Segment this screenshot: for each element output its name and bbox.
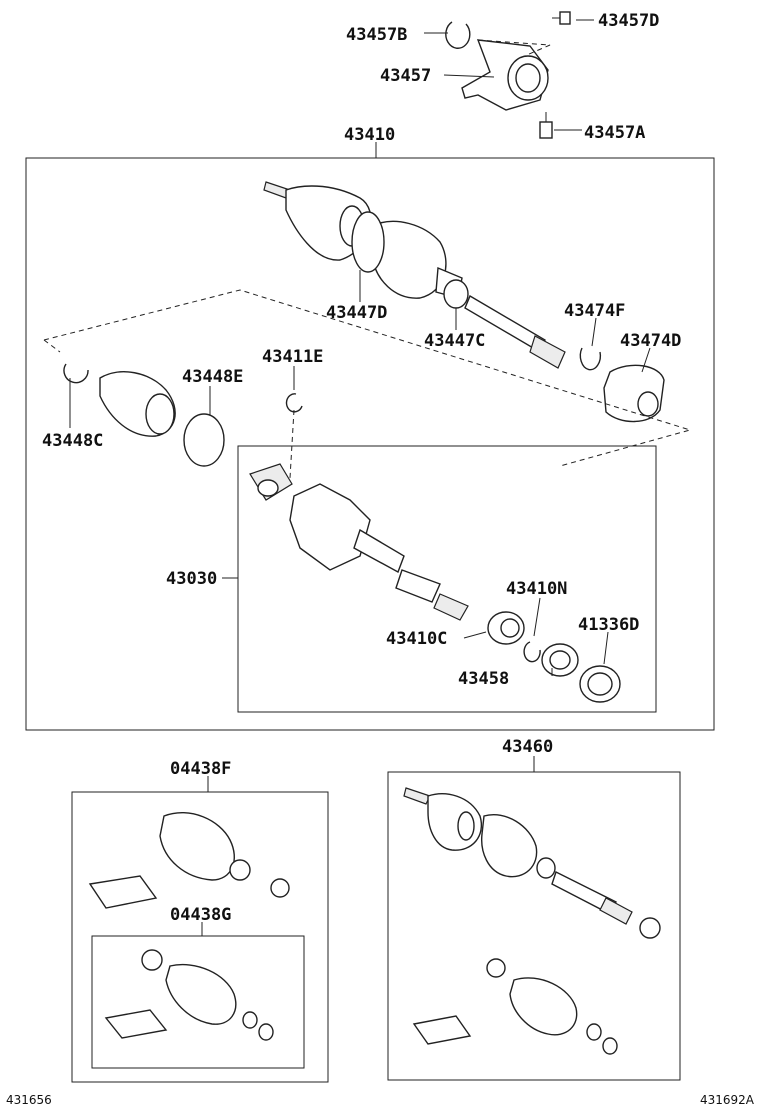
boot-kit-04438f-parts [88, 812, 290, 909]
label-43457b: 43457B [346, 25, 407, 45]
label-43411e: 43411E [262, 347, 323, 367]
boot-clamp-43447d [351, 211, 385, 273]
kit-boundary [43, 289, 692, 467]
label-43460: 43460 [502, 737, 553, 757]
footer-code-left: 431656 [6, 1093, 52, 1107]
bearing-43410c [487, 611, 525, 645]
inboard-joint-43030 [249, 463, 469, 621]
bearing-bracket-43457 [461, 39, 551, 111]
boot-43448 [99, 371, 176, 437]
label-43410: 43410 [344, 125, 395, 145]
label-43457: 43457 [380, 66, 431, 86]
footer-code-right: 431692A [700, 1093, 755, 1107]
label-04438g: 04438G [170, 905, 231, 925]
drive-shaft-43410 [263, 181, 566, 369]
label-43410n: 43410N [506, 579, 567, 599]
bolt-43457a [539, 112, 553, 139]
clamp-43448c [63, 363, 89, 384]
label-41336d: 41336D [578, 615, 639, 635]
label-43457d: 43457D [598, 11, 659, 31]
label-43448e: 43448E [182, 367, 243, 387]
label-43458: 43458 [458, 669, 509, 689]
bolt-43457d [552, 11, 571, 25]
snap-ring-43411e [285, 393, 303, 413]
label-43030: 43030 [166, 569, 217, 589]
drive-shaft-43460 [403, 787, 661, 1055]
boot-kit-box-04438f [71, 791, 329, 1083]
label-43447d: 43447D [326, 303, 387, 323]
damper-43474d [603, 364, 665, 423]
boot-clamp-43447c [443, 279, 469, 309]
label-43410c: 43410C [386, 629, 447, 649]
label-43447c: 43447C [424, 331, 485, 351]
assembly-box-43410 [25, 157, 715, 731]
label-43474d: 43474D [620, 331, 681, 351]
dust-deflector-41336d [579, 665, 621, 703]
assembly-box-43030 [237, 445, 657, 713]
seal-43458 [541, 643, 579, 677]
snap-ring-43410n [523, 641, 541, 663]
snap-ring-43457b [445, 21, 471, 49]
label-43474f: 43474F [564, 301, 625, 321]
clamp-43474f [579, 347, 602, 371]
label-43448c: 43448C [42, 431, 103, 451]
band-43448e [183, 413, 225, 467]
boot-kit-04438g-parts [104, 949, 274, 1041]
boot-kit-box-04438g [91, 935, 305, 1069]
label-04438f: 04438F [170, 759, 231, 779]
label-43457a: 43457A [584, 123, 645, 143]
